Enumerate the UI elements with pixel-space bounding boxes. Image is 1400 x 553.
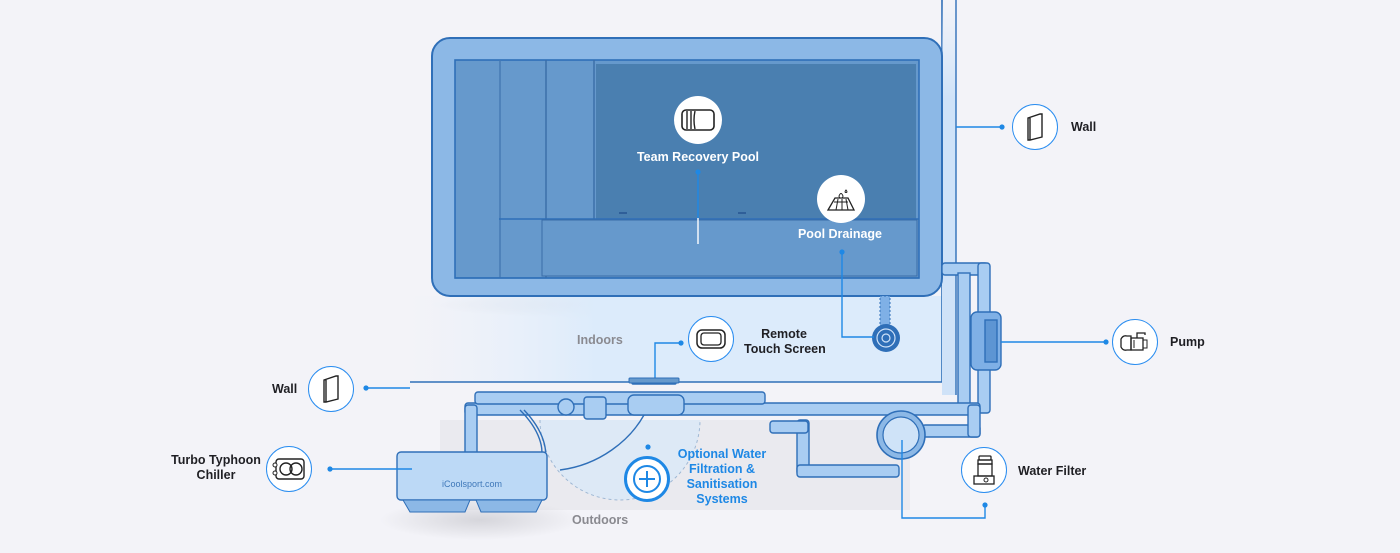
water-filter-icon [973, 455, 995, 485]
touch-screen-badge[interactable] [688, 316, 734, 362]
label-line: Touch Screen [744, 342, 826, 356]
drainage-icon [826, 189, 856, 211]
wall-right-strip [942, 0, 957, 395]
water-filter-unit [876, 410, 926, 460]
team-recovery-pool[interactable] [431, 37, 943, 297]
pool-icon [681, 109, 715, 131]
pump-icon [1120, 332, 1148, 351]
chiller-badge[interactable] [266, 446, 312, 492]
pool-badge[interactable] [674, 96, 722, 144]
label-line: Filtration & [689, 462, 755, 476]
pool-drain [872, 295, 900, 352]
label-line: Chiller [196, 468, 236, 482]
optional-filtration-badge[interactable] [624, 456, 670, 502]
turbo-typhoon-chiller-unit: iCoolsport.com [396, 451, 548, 513]
drainage-badge[interactable] [817, 175, 865, 223]
chiller-brand-text: iCoolsport.com [442, 479, 502, 489]
leader-dots [327, 124, 1109, 508]
wall-icon [323, 375, 339, 403]
leader-lines [330, 126, 1106, 519]
pump-badge[interactable] [1112, 319, 1158, 365]
pump-label: Pump [1170, 335, 1205, 349]
indoors-zone-label: Indoors [577, 333, 623, 347]
label-line: Remote [761, 327, 807, 341]
wall-left-badge[interactable] [308, 366, 354, 412]
touch-screen-device [628, 377, 680, 384]
wall-left-label: Wall [272, 382, 298, 396]
plus-icon [633, 465, 661, 493]
label-line: Turbo Typhoon [171, 453, 261, 467]
label-line: Systems [696, 492, 748, 506]
pool-drainage-label: Pool Drainage [797, 227, 883, 241]
chiller-icon [272, 458, 305, 480]
wall-right-label: Wall [1071, 120, 1097, 134]
outdoors-zone-label: Outdoors [572, 513, 629, 527]
touch-screen-icon [696, 329, 726, 349]
team-recovery-pool-label: Team Recovery Pool [636, 150, 760, 164]
wall-right-badge[interactable] [1012, 104, 1058, 150]
label-line: Sanitisation [686, 477, 758, 491]
water-filter-badge[interactable] [961, 447, 1007, 493]
label-line: Optional Water [677, 447, 767, 461]
wall-icon [1027, 113, 1043, 141]
water-filter-label: Water Filter [1018, 464, 1087, 478]
